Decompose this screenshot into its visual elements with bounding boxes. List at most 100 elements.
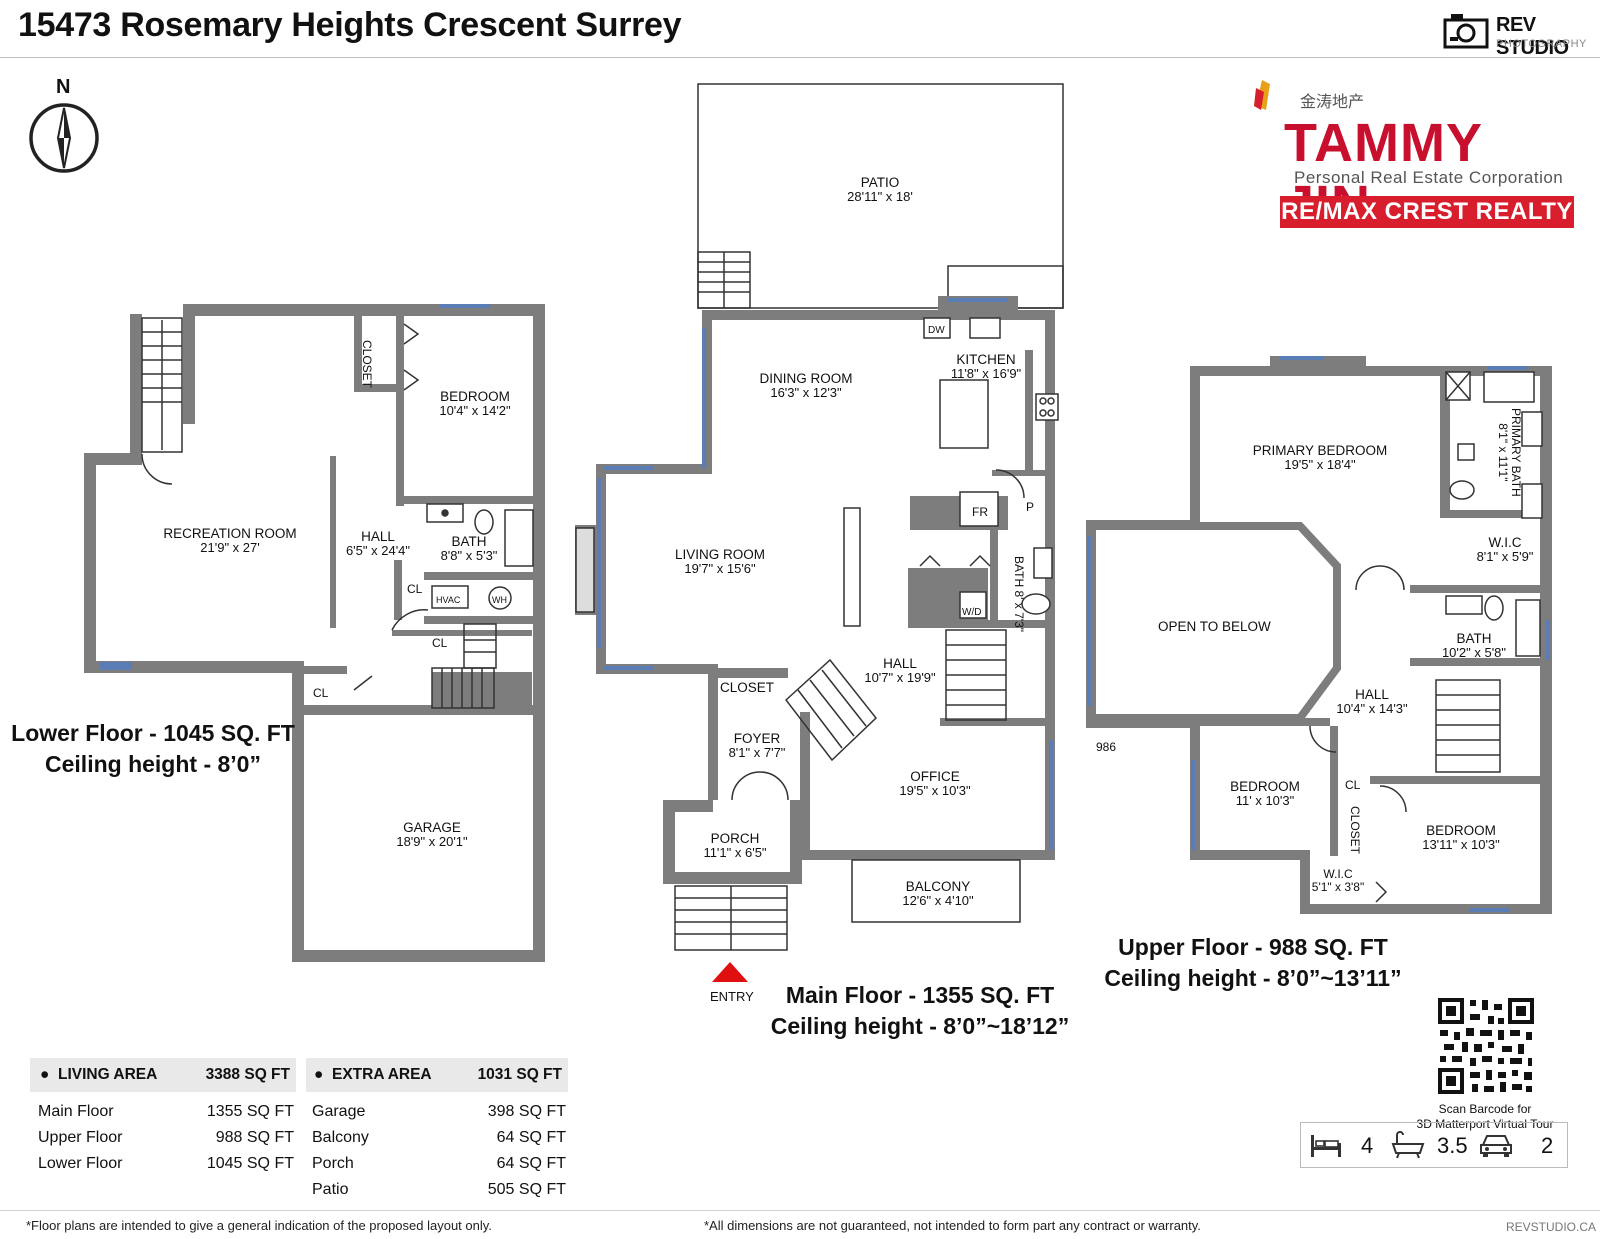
room-name: PRIMARY BEDROOM <box>1252 443 1388 458</box>
brokerage-banner: RE/MAX CREST REALTY <box>1280 196 1574 228</box>
row-label: Main Floor <box>38 1103 114 1120</box>
lower-cl-label-3: CL <box>313 686 329 700</box>
entry-arrow-icon <box>712 962 748 982</box>
lower-closet-label: CLOSET <box>360 340 374 389</box>
floor-area: Lower Floor - 1045 SQ. FT <box>11 720 295 746</box>
lower-floor-doors <box>141 323 429 691</box>
room-dimension: 8'1" x 7'7" <box>728 745 786 760</box>
row-value: 1045 SQ FT <box>206 1155 294 1172</box>
car-icon <box>1480 1135 1512 1157</box>
room-name: PRIMARY BATH <box>1509 408 1523 497</box>
floor-area: Main Floor - 1355 SQ. FT <box>785 982 1055 1008</box>
bathtub-icon <box>1391 1131 1425 1159</box>
main-bath-label: BATH 8' x 7'3" <box>1012 556 1026 632</box>
ceiling-height: Ceiling height - 8’0”~18’12” <box>770 1013 1070 1039</box>
ceiling-height: Ceiling height - 8’0”~13’11” <box>1104 965 1402 991</box>
fridge-label: FR <box>972 505 988 519</box>
balcony-label: BALCONY 12'6" x 4'10" <box>896 880 980 908</box>
room-dimension: 11'8" x 16'9" <box>950 366 1022 381</box>
room-dimension: 8'1" x 11'1" <box>1496 423 1510 482</box>
upper-closet-label: CLOSET <box>1348 806 1362 855</box>
table-row: Porch 64 SQ FT <box>312 1152 566 1176</box>
primary-bedroom-label: PRIMARY BEDROOM 19'5" x 18'4" <box>1250 444 1390 472</box>
room-name: PATIO <box>860 175 900 190</box>
room-dimension: 19'7" x 15'6" <box>684 561 756 576</box>
studio-subtitle: PHOTOGRAPHY <box>1496 38 1587 50</box>
upper-floor-caption: Upper Floor - 988 SQ. FT Ceiling height … <box>1098 932 1408 994</box>
upper-bath-label: BATH 10'2" x 5'8" <box>1440 632 1508 660</box>
qr-caption: Scan Barcode for 3D Matterport Virtual T… <box>1400 1102 1570 1132</box>
room-name: BEDROOM <box>440 389 510 404</box>
main-floor-doors <box>731 469 1025 801</box>
upper-floor-doors <box>1309 565 1407 903</box>
upper-cl-label: CL <box>1345 778 1361 792</box>
lower-floor-windows <box>100 304 490 670</box>
floor-area: Upper Floor - 988 SQ. FT <box>1118 934 1388 960</box>
room-dimension: 5'1" x 3'8" <box>1311 880 1365 894</box>
row-value: 398 SQ FT <box>487 1103 566 1120</box>
row-label: Porch <box>312 1155 354 1172</box>
row-label: Upper Floor <box>38 1129 123 1146</box>
lower-bath-label: BATH 8'8" x 5'3" <box>434 535 504 563</box>
bed-icon <box>1311 1135 1341 1157</box>
qr-caption-line-2: 3D Matterport Virtual Tour <box>1416 1117 1554 1131</box>
room-dimension: 10'4" x 14'2" <box>439 403 511 418</box>
row-label: Patio <box>312 1181 349 1198</box>
agent-logo-mark-icon <box>1254 80 1270 110</box>
room-name: KITCHEN <box>956 352 1016 367</box>
room-name: GARAGE <box>403 820 461 835</box>
row-label: Balcony <box>312 1129 369 1146</box>
page-title: 15473 Rosemary Heights Crescent Surrey <box>18 6 682 44</box>
lower-cl-label-2: CL <box>432 636 448 650</box>
footer-disclaimer-left: *Floor plans are intended to give a gene… <box>26 1218 492 1233</box>
row-value: 64 SQ FT <box>496 1155 566 1172</box>
agent-chinese-name: 金涛地产 <box>1300 94 1365 111</box>
extra-area-title: EXTRA AREA <box>332 1066 432 1083</box>
qr-caption-line-1: Scan Barcode for <box>1438 1102 1532 1116</box>
footer-website[interactable]: REVSTUDIO.CA <box>1506 1220 1597 1234</box>
room-dimension: 6'5" x 24'4" <box>345 543 411 558</box>
room-dimension: 19'5" x 18'4" <box>1284 457 1356 472</box>
lower-floor-walls <box>84 304 545 962</box>
agent-branding: 金涛地产 TAMMY JIN Personal Real Estate Corp… <box>1254 80 1580 235</box>
room-dimension: 10'4" x 14'3" <box>1336 701 1408 716</box>
extra-area-table: ● EXTRA AREA 1031 SQ FT Garage 398 SQ FT… <box>306 1058 568 1206</box>
open-to-below-outline <box>1090 522 1341 722</box>
room-dimension: 11'1" x 6'5" <box>703 845 767 860</box>
room-dimension: 12'6" x 4'10" <box>902 893 974 908</box>
main-closet-label: CLOSET <box>720 680 775 695</box>
main-floor-patio <box>697 83 1064 309</box>
row-value: 988 SQ FT <box>215 1129 294 1146</box>
wic-primary-label: W.I.C 8'1" x 5'9" <box>1470 536 1540 564</box>
row-value: 64 SQ FT <box>496 1129 566 1146</box>
main-floor-stairs <box>674 629 1021 951</box>
studio-name: REV STUDIO <box>1496 14 1569 59</box>
room-name: HALL <box>883 656 917 671</box>
table-row: Lower Floor 1045 SQ FT <box>38 1152 294 1176</box>
upper-hall-label: HALL 10'4" x 14'3" <box>1334 688 1410 716</box>
row-label: Garage <box>312 1103 366 1120</box>
room-dimension: 11' x 10'3" <box>1235 793 1295 808</box>
lower-floor-fixtures <box>426 503 534 610</box>
footer-divider <box>0 1210 1600 1211</box>
studio-logo: REV STUDIO PHOTOGRAPHY <box>1442 10 1592 59</box>
extra-area-total: 1031 SQ FT <box>477 1066 562 1083</box>
room-name: W.I.C <box>1488 535 1522 550</box>
agent-subtitle: Personal Real Estate Corporation <box>1294 168 1564 187</box>
room-dimension: 10'2" x 5'8" <box>1441 645 1507 660</box>
table-row: Garage 398 SQ FT <box>312 1100 566 1124</box>
footer-disclaimer-center: *All dimensions are not guaranteed, not … <box>704 1218 1201 1233</box>
main-floor-windows <box>597 298 1053 850</box>
pantry-label: P <box>1026 500 1035 514</box>
qr-code-icon[interactable] <box>1436 996 1536 1096</box>
property-stats: 4 3.5 2 <box>1300 1122 1568 1168</box>
dining-room-label: DINING ROOM 16'3" x 12'3" <box>756 372 856 400</box>
foyer-label: FOYER 8'1" x 7'7" <box>724 732 790 760</box>
upper-bedroom-2-label: BEDROOM 13'11" x 10'3" <box>1418 824 1504 852</box>
lower-floor-stairs <box>141 317 497 709</box>
table-row: Patio 505 SQ FT <box>312 1178 566 1202</box>
row-value: 505 SQ FT <box>487 1181 566 1198</box>
washer-dryer-label: W/D <box>962 607 982 618</box>
room-name: HALL <box>361 529 395 544</box>
